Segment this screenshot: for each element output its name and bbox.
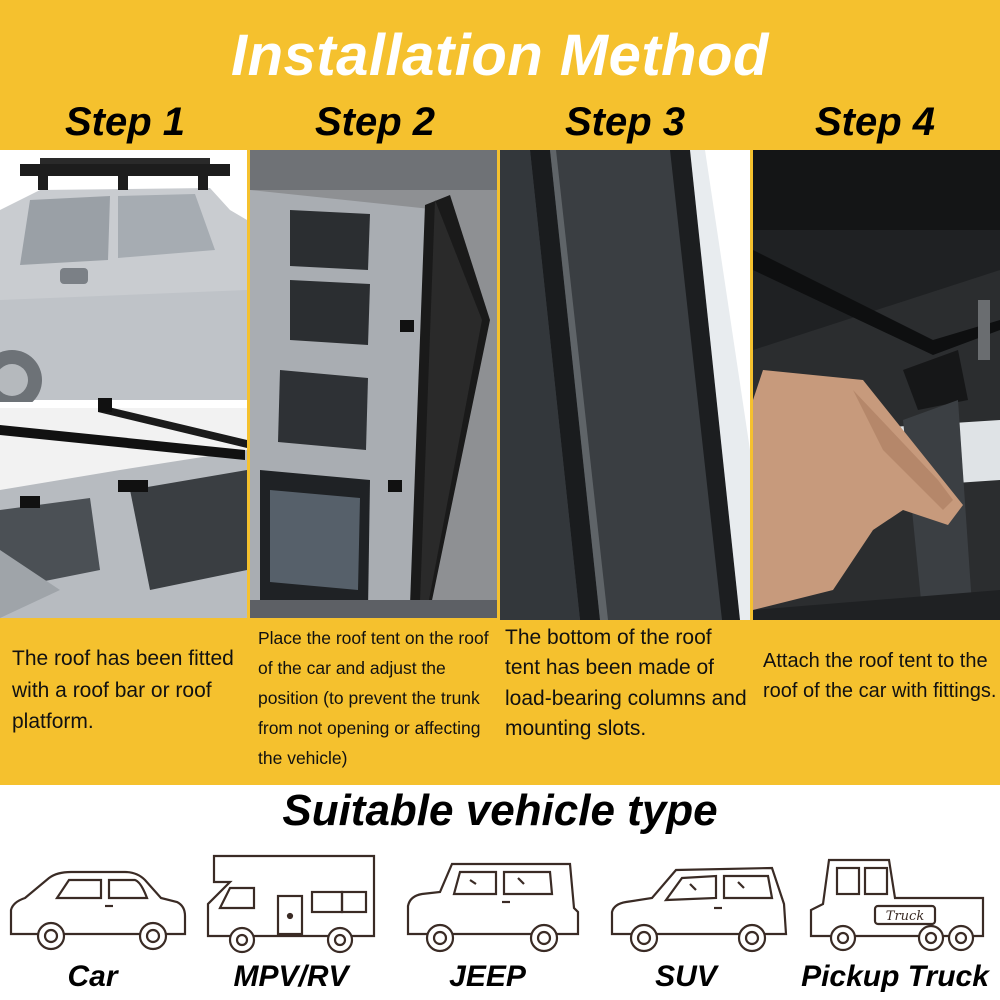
jeep-icon (400, 848, 585, 958)
suv-icon (608, 848, 790, 958)
step-2-description: Place the roof tent on the roof of the c… (258, 628, 489, 769)
vehicle-label-mpv-rv: MPV/RV (233, 960, 349, 993)
step-1-label: Step 1 (64, 100, 186, 144)
page-title: Installation Method (231, 23, 769, 88)
vehicle-label-car: Car (67, 960, 118, 993)
step-3-description: The bottom of the roof tent has been mad… (505, 626, 747, 741)
step-4-description: Attach the roof tent to the roof of the … (763, 650, 997, 702)
truck-badge: Truck (886, 909, 925, 924)
step-4-photo (753, 150, 1000, 620)
step-3-label: Step 3 (564, 100, 686, 144)
vehicle-label-suv: SUV (655, 960, 717, 993)
car-icon (5, 848, 190, 958)
step-1-description: The roof has been fitted with a roof bar… (12, 647, 234, 733)
vehicle-label-pickup-truck: Pickup Truck (801, 960, 989, 993)
step-1-photo (0, 150, 247, 618)
pickup-truck-icon: Truck (805, 848, 990, 958)
step-2-label: Step 2 (314, 100, 436, 144)
step-4-label: Step 4 (814, 100, 936, 144)
step-2-photo (250, 150, 497, 618)
step-3-photo (500, 150, 750, 620)
vehicle-types-title: Suitable vehicle type (282, 786, 718, 835)
vehicle-label-jeep: JEEP (449, 960, 526, 993)
rv-icon (200, 848, 382, 958)
